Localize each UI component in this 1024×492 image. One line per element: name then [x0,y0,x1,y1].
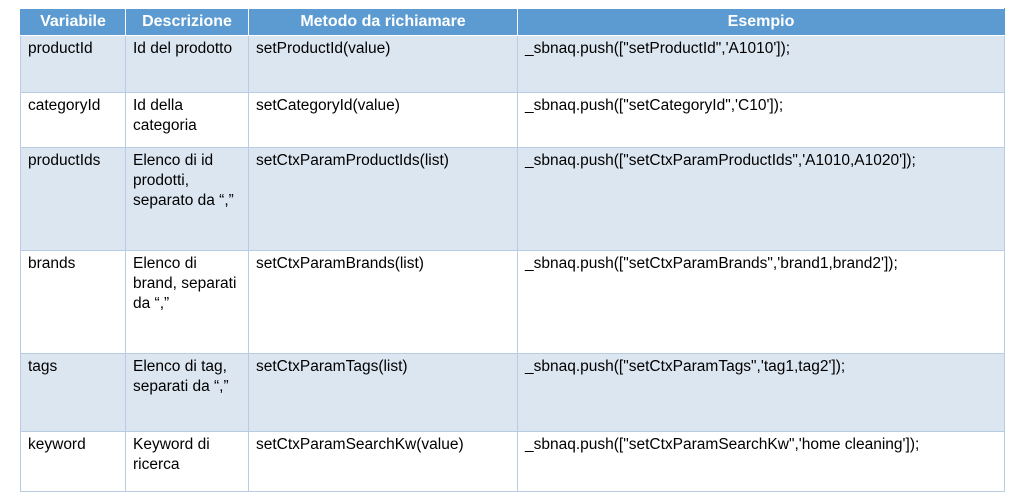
parameters-table-container: Variabile Descrizione Metodo da richiama… [20,7,1005,492]
column-header-example: Esempio [517,7,1005,37]
table-row: categoryId Id della categoria setCategor… [20,92,1005,149]
table-row: brands Elenco di brand, separati da “,” … [20,250,1005,355]
cell-description: Elenco di id prodotti, separato da “,” [125,147,249,252]
cell-example: _sbnaq.push(["setCategoryId",'C10']); [517,92,1005,149]
cell-example: _sbnaq.push(["setCtxParamTags",'tag1,tag… [517,353,1005,433]
cell-variable: categoryId [20,92,126,149]
cell-example: _sbnaq.push(["setProductId",'A1010']); [517,35,1005,94]
cell-variable: tags [20,353,126,433]
cell-variable: productId [20,35,126,94]
cell-example: _sbnaq.push(["setCtxParamProductIds",'A1… [517,147,1005,252]
column-header-description: Descrizione [125,7,249,37]
cell-method: setCtxParamTags(list) [248,353,518,433]
table-header-row: Variabile Descrizione Metodo da richiama… [20,7,1005,37]
cell-method: setCtxParamProductIds(list) [248,147,518,252]
table-row: productId Id del prodotto setProductId(v… [20,35,1005,94]
cell-example: _sbnaq.push(["setCtxParamBrands",'brand1… [517,250,1005,355]
table-row: productIds Elenco di id prodotti, separa… [20,147,1005,252]
cell-description: Keyword di ricerca [125,431,249,492]
table-row: keyword Keyword di ricerca setCtxParamSe… [20,431,1005,492]
cell-variable: brands [20,250,126,355]
table-row: tags Elenco di tag, separati da “,” setC… [20,353,1005,433]
cell-description: Elenco di tag, separati da “,” [125,353,249,433]
cell-method: setCategoryId(value) [248,92,518,149]
column-header-variable: Variabile [20,7,126,37]
cell-example: _sbnaq.push(["setCtxParamSearchKw",'home… [517,431,1005,492]
cell-description: Elenco di brand, separati da “,” [125,250,249,355]
cell-method: setCtxParamBrands(list) [248,250,518,355]
table-body: productId Id del prodotto setProductId(v… [20,35,1005,492]
cell-variable: productIds [20,147,126,252]
cell-description: Id del prodotto [125,35,249,94]
cell-variable: keyword [20,431,126,492]
cell-method: setCtxParamSearchKw(value) [248,431,518,492]
cell-method: setProductId(value) [248,35,518,94]
parameters-table: Variabile Descrizione Metodo da richiama… [20,7,1005,492]
cell-description: Id della categoria [125,92,249,149]
table-header: Variabile Descrizione Metodo da richiama… [20,7,1005,37]
column-header-method: Metodo da richiamare [248,7,518,37]
